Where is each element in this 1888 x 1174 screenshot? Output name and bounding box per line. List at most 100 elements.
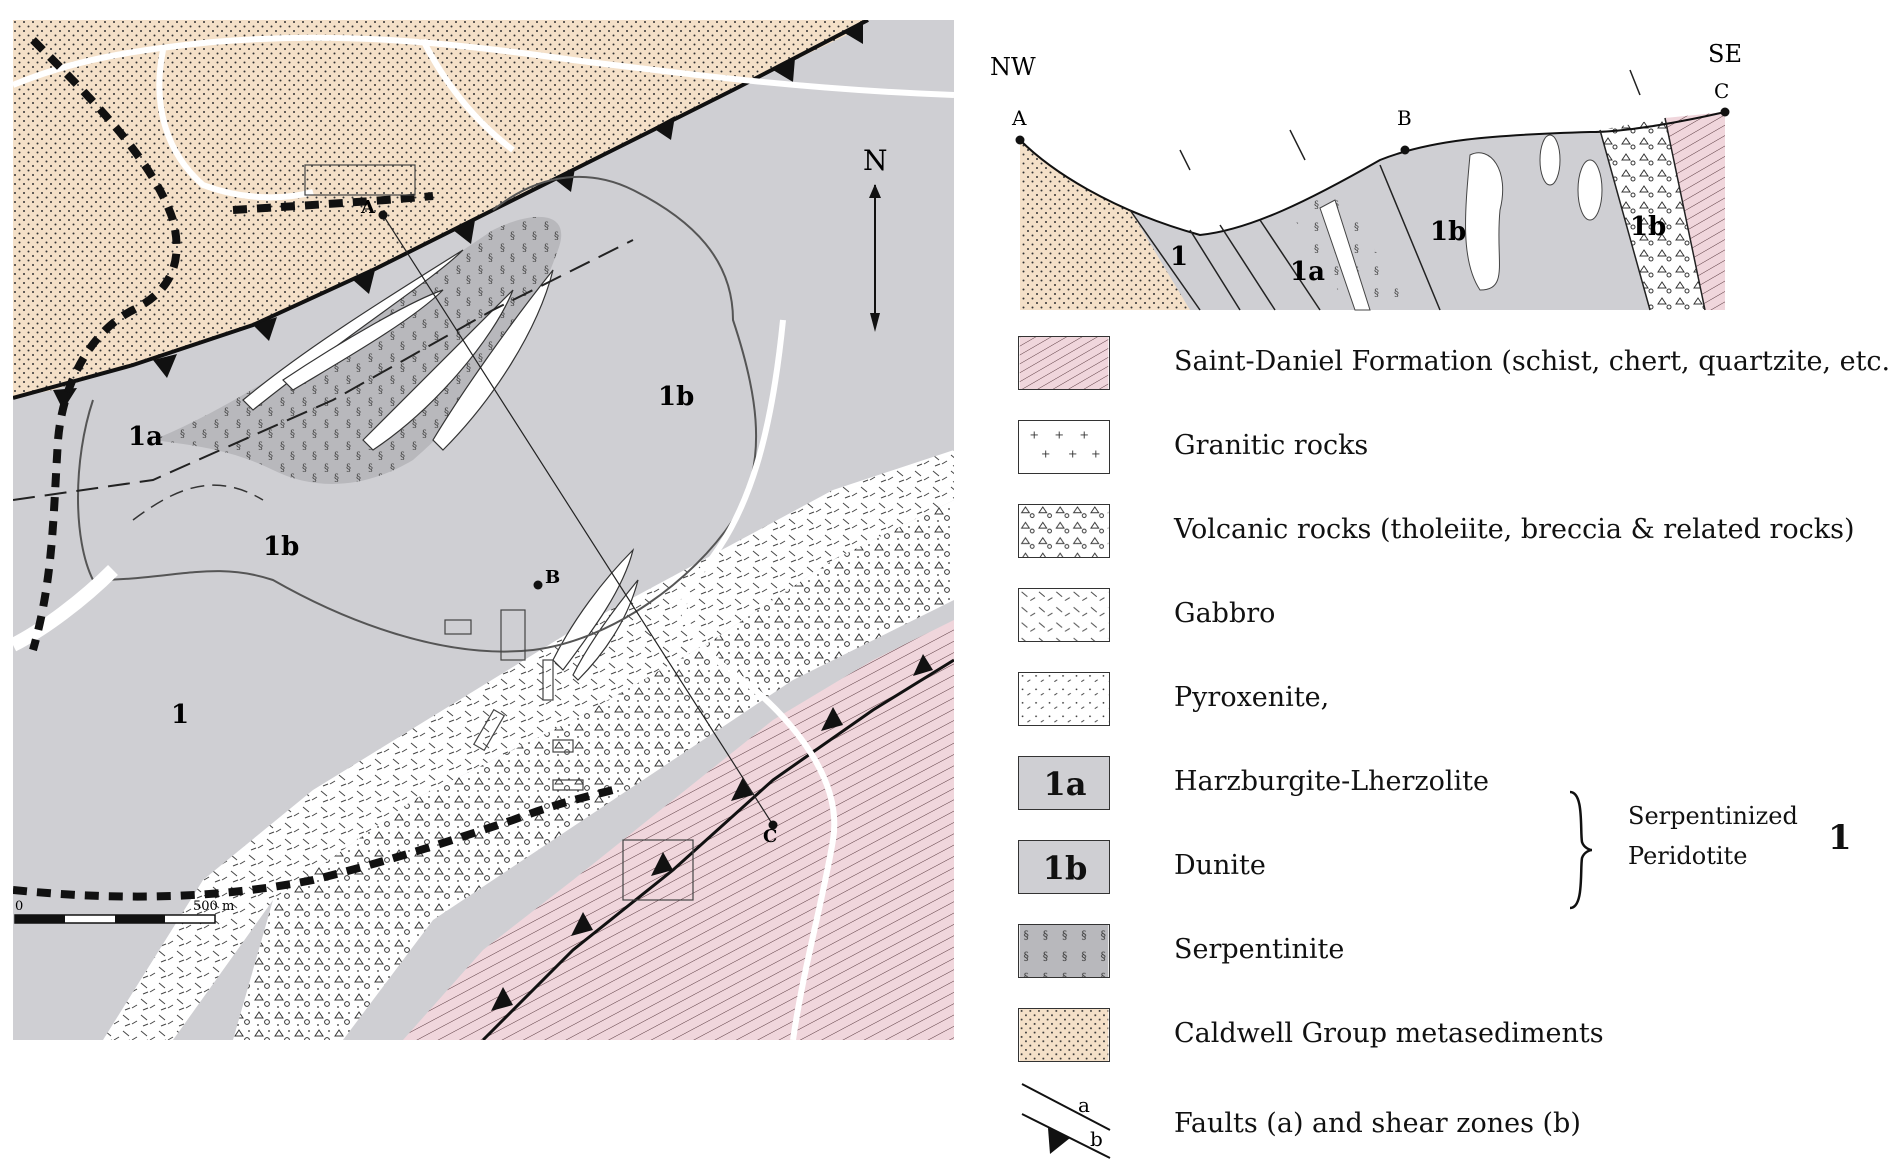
legend-label-dunite: Dunite — [1174, 850, 1266, 881]
section-line — [382, 214, 774, 826]
swatch-serpentinite: § — [1018, 924, 1110, 978]
swatch-code-1b: 1b — [1042, 849, 1088, 887]
gabbro-pattern — [103, 450, 954, 1040]
legend-label-caldwell: Caldwell Group metasediments — [1174, 1018, 1604, 1049]
point-a-dot — [378, 210, 388, 220]
point-a-label: A — [360, 197, 376, 218]
section-pyroxenite — [1319, 134, 1603, 311]
section-point-a — [1015, 135, 1025, 145]
section-se-label: SE — [1708, 40, 1742, 68]
legend-item-saint-daniel: Saint-Daniel Formation (schist, chert, q… — [1018, 336, 1888, 396]
north-arrow: N — [863, 144, 888, 332]
point-c-label: C — [763, 826, 777, 847]
railway-west — [29, 37, 181, 652]
section-unit-1a: 1a — [1290, 257, 1325, 287]
legend-label-pyroxenite: Pyroxenite, — [1174, 682, 1330, 713]
legend-item-gabbro: Gabbro — [1018, 588, 1878, 648]
section-unit-1: 1 — [1170, 242, 1188, 272]
section-b-label: B — [1397, 106, 1412, 130]
svg-text:+: + — [1091, 447, 1101, 461]
scale-label: 500 m — [193, 899, 234, 914]
svg-text:+: + — [1068, 447, 1078, 461]
road-5 — [13, 565, 118, 652]
section-c-label: C — [1714, 79, 1729, 103]
point-c-dot — [768, 820, 778, 830]
swatch-granitic: ++++++ — [1018, 420, 1110, 474]
railway-north — [232, 192, 434, 214]
road-4 — [680, 319, 838, 1040]
pyroxenite-lenses — [242, 249, 639, 681]
unit-1-label: 1 — [171, 700, 189, 730]
swatch-dunite: 1b — [1018, 840, 1110, 894]
southern-thrust — [481, 658, 954, 1040]
scale-zero: 0 — [15, 899, 23, 914]
road-2 — [156, 49, 314, 201]
svg-text:+: + — [1041, 447, 1051, 461]
swatch-harzburgite: 1a — [1018, 756, 1110, 810]
bracket-label-line2: Peridotite — [1628, 842, 1748, 870]
fault-trace-1 — [132, 484, 264, 521]
svg-text:+: + — [1054, 427, 1064, 441]
geologic-map: § § — [13, 20, 954, 1040]
swatch-volcanic — [1018, 504, 1110, 558]
swatch-caldwell — [1018, 1008, 1110, 1062]
swatch-gabbro — [1018, 588, 1110, 642]
section-nw-label: NW — [990, 53, 1036, 81]
volcanic-pattern — [233, 500, 954, 1040]
legend-label-saint-daniel: Saint-Daniel Formation (schist, chert, q… — [1174, 346, 1888, 377]
section-point-b — [1400, 145, 1410, 155]
svg-text:+: + — [1079, 427, 1089, 441]
bracket-code: 1 — [1828, 818, 1852, 858]
section-surface — [1019, 111, 1726, 237]
legend-label-faults: Faults (a) and shear zones (b) — [1174, 1108, 1581, 1139]
southern-thrust-teeth — [491, 654, 933, 1011]
legend-item-harzburgite: 1a Harzburgite-Lherzolite — [1018, 756, 1878, 816]
dunite-boundary — [77, 175, 758, 653]
caldwell-pattern — [13, 20, 868, 398]
road-3 — [420, 38, 515, 153]
swatch-pyroxenite — [1018, 672, 1110, 726]
svg-text:+: + — [1029, 427, 1039, 441]
legend-item-faults: a b Faults (a) and shear zones (b) — [1018, 1080, 1878, 1160]
point-b-label: B — [545, 567, 560, 588]
section-point-c — [1720, 107, 1730, 117]
fault-sub-b: b — [1090, 1127, 1103, 1151]
legend-item-pyroxenite: Pyroxenite, — [1018, 672, 1878, 732]
legend-label-granitic: Granitic rocks — [1174, 430, 1369, 461]
brace-icon — [1569, 790, 1593, 910]
fault-symbol: a b — [1021, 1083, 1111, 1159]
swatch-saint-daniel — [1018, 336, 1110, 390]
road-1 — [13, 34, 954, 98]
section-unit-1b-left: 1b — [1430, 217, 1466, 247]
scale-bar: 0 500 m — [14, 899, 234, 924]
section-caldwell-pattern — [1020, 140, 1190, 310]
section-saint-daniel-pattern — [1665, 112, 1725, 310]
north-label: N — [863, 144, 888, 177]
legend-item-granitic: ++++++ Granitic rocks — [1018, 420, 1878, 480]
fault-trace-2 — [13, 239, 634, 501]
legend-label-serpentinite: Serpentinite — [1174, 934, 1345, 965]
section-a-label: A — [1011, 106, 1027, 130]
railway-south — [13, 786, 614, 901]
section-faults — [1129, 69, 1706, 311]
northern-thrust — [13, 20, 869, 400]
point-b-dot — [533, 580, 543, 590]
legend-label-gabbro: Gabbro — [1174, 598, 1276, 629]
swatch-code-1a: 1a — [1043, 765, 1087, 803]
northern-thrust-teeth — [53, 20, 863, 410]
section-unit-1b-right: 1b — [1630, 212, 1666, 242]
serpentinized-peridotite-group: Serpentinized Peridotite 1 — [1562, 790, 1882, 910]
fault-sub-a: a — [1078, 1093, 1090, 1117]
bracket-label-line1: Serpentinized — [1628, 802, 1798, 830]
cross-section: § A B C NW SE 1 1a 1b 1b — [990, 40, 1742, 311]
section-volcanic-pattern — [1600, 118, 1705, 310]
legend-item-volcanic: Volcanic rocks (tholeiite, breccia & rel… — [1018, 504, 1878, 564]
legend-label-harzburgite: Harzburgite-Lherzolite — [1174, 766, 1490, 797]
legend-item-caldwell: Caldwell Group metasediments — [1018, 1008, 1878, 1068]
legend-item-serpentinite: § Serpentinite — [1018, 924, 1878, 984]
unit-1b-south-label: 1b — [263, 532, 299, 562]
buildings — [304, 164, 694, 901]
unit-1b-center-label: 1b — [658, 382, 694, 412]
legend-item-dunite: 1b Dunite — [1018, 840, 1878, 900]
unit-1a-label: 1a — [128, 422, 163, 452]
